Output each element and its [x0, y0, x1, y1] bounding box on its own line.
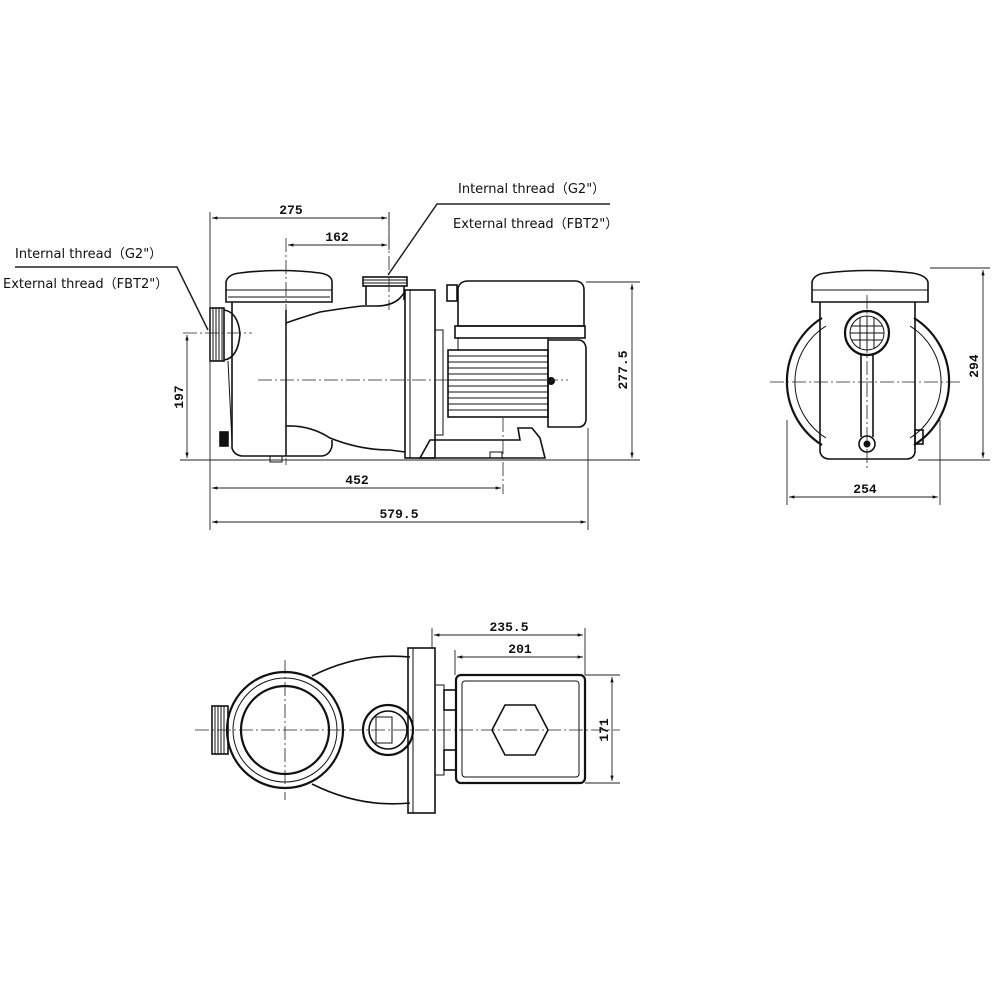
thread-callouts: Internal thread（G2"） External thread（FBT…: [3, 182, 618, 331]
strainer-lid: [225, 269, 333, 303]
outlet-external-thread-label: External thread（FBT2"）: [453, 217, 618, 232]
motor-foot: [418, 427, 547, 459]
dim-452: 452: [345, 473, 369, 488]
dim-294: 294: [967, 354, 982, 378]
dim-235-5: 235.5: [489, 620, 528, 635]
dim-197: 197: [172, 385, 187, 408]
end-view: [770, 269, 960, 470]
outlet-thread: [362, 276, 408, 305]
strainer-body: [231, 302, 333, 457]
dim-277-5: 277.5: [616, 350, 631, 389]
outlet-internal-thread-label: Internal thread（G2"）: [458, 182, 605, 197]
top-view: [195, 647, 620, 814]
top-view-control-box: [454, 673, 587, 785]
end-view-dimensions: 294 254: [786, 267, 990, 505]
side-view-dimensions: 275 162 197 277.5 452 579.5: [172, 203, 640, 530]
dim-201: 201: [508, 642, 532, 657]
dim-579-5: 579.5: [379, 507, 418, 522]
dim-171: 171: [597, 718, 612, 742]
volute-housing: [285, 291, 406, 453]
control-box: [446, 280, 586, 351]
dim-162: 162: [325, 230, 349, 245]
dim-254: 254: [853, 482, 877, 497]
dim-275: 275: [279, 203, 303, 218]
inlet-external-thread-label: External thread（FBT2"）: [3, 277, 168, 292]
end-view-grille: [843, 309, 891, 357]
motor: [447, 339, 587, 428]
inlet-thread: [209, 307, 241, 447]
side-view: [183, 212, 587, 494]
top-view-dimensions: 235.5 201 171: [431, 620, 620, 784]
inlet-internal-thread-label: Internal thread（G2"）: [15, 247, 162, 262]
